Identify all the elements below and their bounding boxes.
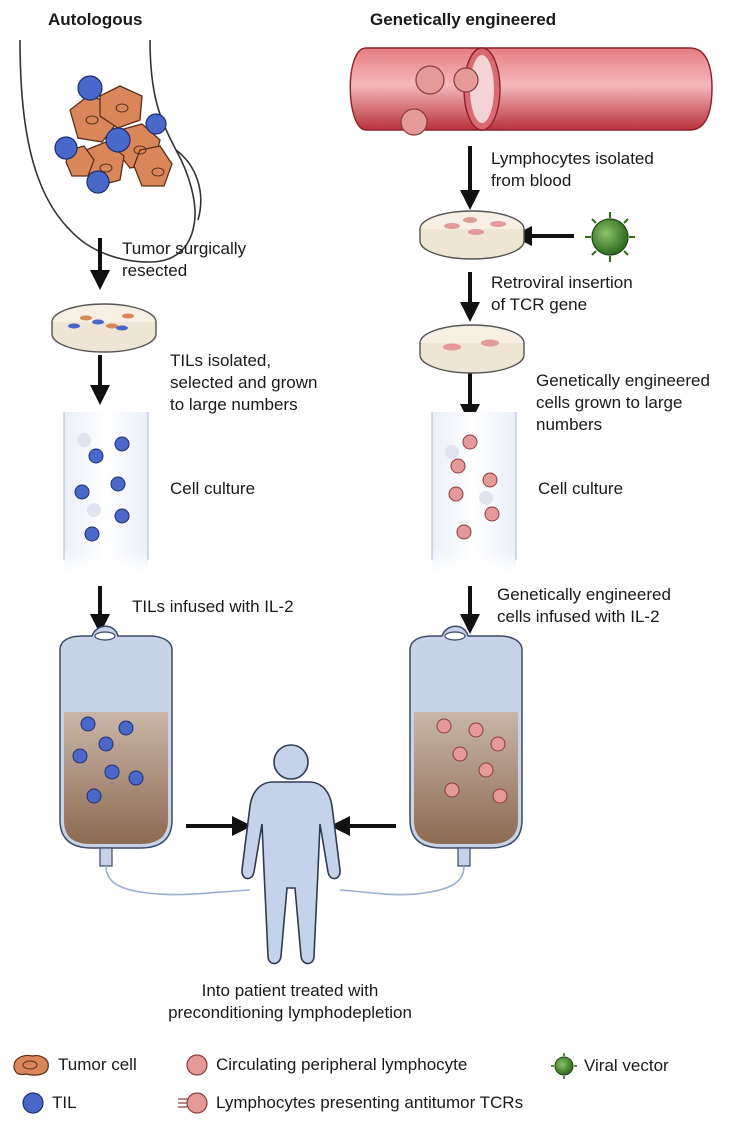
patient-figure-icon — [241, 744, 341, 965]
til-cells-on-tumor — [54, 75, 167, 194]
legend-viral-label: Viral vector — [584, 1056, 669, 1075]
legend-til-label: TIL — [52, 1093, 77, 1112]
antitumor-lymphocyte-icon — [178, 1092, 208, 1114]
flow-arrows — [90, 146, 574, 836]
viral-vector-legend-icon — [551, 1053, 577, 1079]
petri-dish-left — [51, 303, 157, 353]
breast-tumor-illustration — [19, 39, 202, 263]
iv-bag-right — [339, 625, 523, 896]
iv-bag-left — [59, 625, 251, 896]
legend-til: TIL — [20, 1090, 77, 1116]
legend-viral-vector: Viral vector — [550, 1052, 669, 1080]
step-tils-infused: TILs infused with IL-2 — [132, 597, 294, 616]
legend-tumor-cell: Tumor cell — [10, 1052, 137, 1078]
viral-vector-icon — [585, 212, 635, 262]
circulating-lymphocyte-icon — [186, 1054, 208, 1076]
petri-dish-right-top — [419, 210, 525, 260]
legend-circulating-lymphocyte: Circulating peripheral lymphocyte — [184, 1052, 467, 1078]
culture-tube-right — [431, 412, 517, 572]
petri-dish-right-bottom — [419, 324, 525, 374]
culture-tube-left — [63, 412, 149, 572]
legend-circulating-label: Circulating peripheral lymphocyte — [216, 1055, 468, 1074]
tumor-cell-icon — [13, 1054, 49, 1076]
legend-antitumor-lymphocyte: Lymphocytes presenting antitumor TCRs — [176, 1090, 523, 1116]
blood-vessel-illustration — [349, 47, 713, 136]
header-autologous: Autologous — [48, 10, 143, 29]
step-cell-culture-left: Cell culture — [170, 479, 256, 498]
legend-tumor-cell-label: Tumor cell — [58, 1055, 137, 1074]
step-cell-culture-right: Cell culture — [538, 479, 624, 498]
til-icon — [22, 1092, 44, 1114]
legend-antitumor-label: Lymphocytes presenting antitumor TCRs — [216, 1093, 524, 1112]
header-genetically-engineered: Genetically engineered — [370, 10, 557, 29]
